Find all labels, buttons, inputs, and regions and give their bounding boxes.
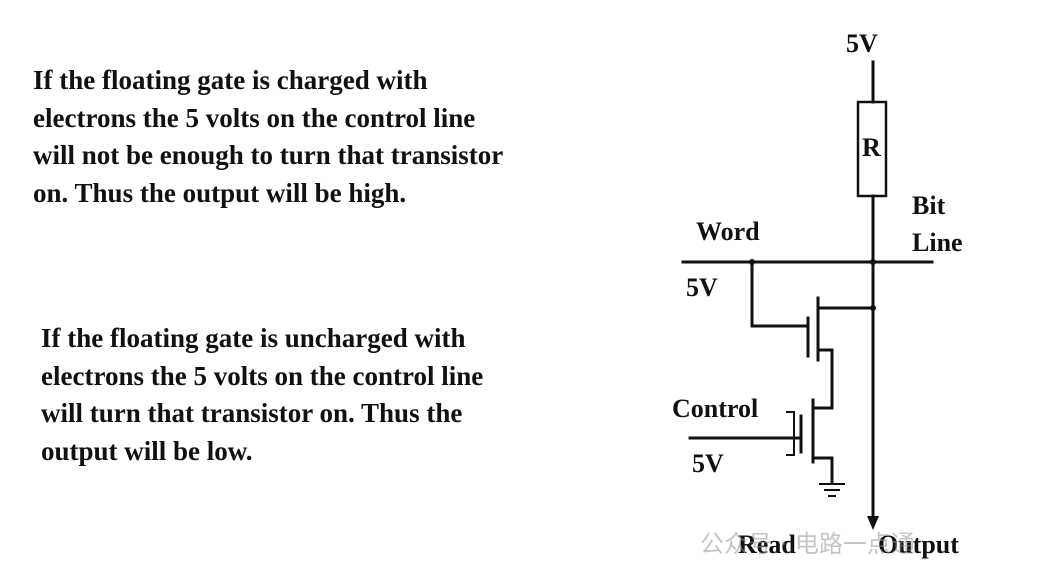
read-label: Read — [738, 530, 796, 559]
series-wire — [816, 348, 834, 410]
paragraph-line: If the floating gate is uncharged with — [41, 323, 466, 353]
bit-label: Bit — [912, 191, 946, 220]
ground-wire — [811, 456, 834, 484]
paragraph-uncharged: If the floating gate is uncharged with e… — [41, 320, 483, 470]
supply-label: 5V — [846, 29, 878, 58]
paragraph-charged: If the floating gate is charged with ele… — [33, 62, 503, 212]
paragraph-line: electrons the 5 volts on the control lin… — [33, 102, 476, 133]
control-label: Control — [672, 394, 758, 423]
resistor-label: R — [862, 133, 881, 162]
paragraph-line: will not be enough to turn that transist… — [33, 140, 504, 170]
paragraph-line: on. Thus the output will be high. — [33, 177, 407, 208]
output-label: Output — [878, 530, 959, 559]
line-label: Line — [912, 228, 963, 257]
paragraph-line: will turn that transistor on. Thus the — [41, 398, 463, 428]
word-gate-wire — [750, 260, 810, 328]
control-voltage-label: 5V — [692, 449, 724, 478]
word-label: Word — [696, 217, 760, 246]
word-voltage-label: 5V — [686, 273, 718, 302]
watermark: 公众号 · 电路一点通 — [700, 530, 915, 558]
floating-gate — [786, 411, 795, 456]
paragraph-line: electrons the 5 volts on the control lin… — [41, 360, 484, 391]
output-arrow — [867, 516, 879, 530]
paragraph-line: If the floating gate is charged with — [33, 65, 428, 95]
paragraph-line: output will be low. — [41, 435, 253, 466]
